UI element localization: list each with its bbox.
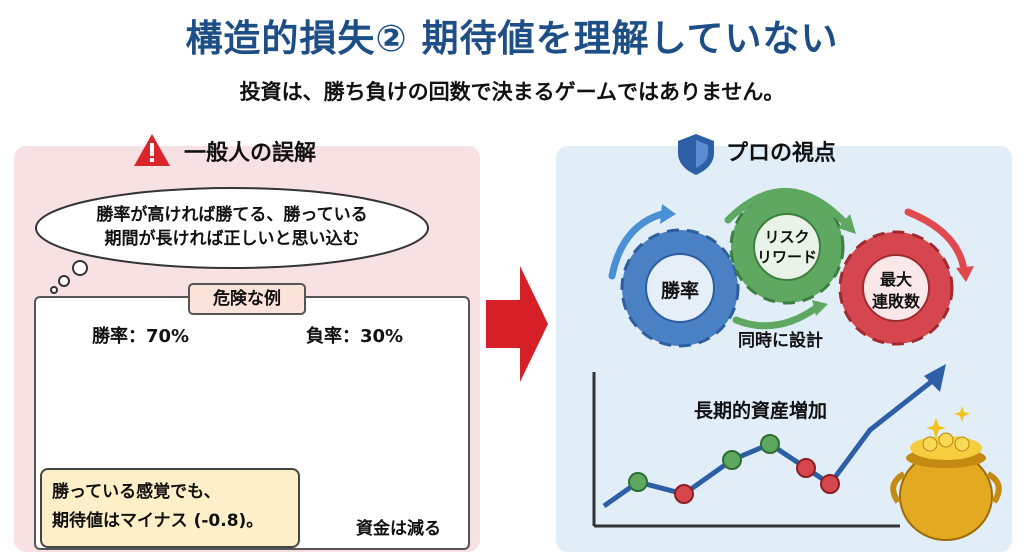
bomb-label: -5 [336,387,355,407]
gear-max-label-1: 最大 [879,270,912,289]
gear-rr-label-1: リスク [764,228,810,246]
misconception-heading: 一般人の誤解 [184,141,317,166]
coin-label: +1 [129,347,151,363]
gear-max-label-2: 連敗数 [871,292,920,311]
bomb-label: -5 [386,391,405,411]
gear-win-rate [620,228,740,348]
page-subtitle: 投資は、勝ち負けの回数で決まるゲームではありません。 [239,80,785,104]
gear-win-rate-label: 勝率 [660,280,699,302]
design-together-label: 同時に設計 [738,331,823,351]
thought-cloud [35,187,429,269]
thought-bubbles [50,260,88,294]
coin-label: +1 [182,386,204,402]
page-title: 構造的損失② 期待値を理解していない [185,17,839,60]
gear-rr-label-2: リワード [756,248,817,266]
note-text: 勝っている感覚でも、 期待値はマイナス (-0.8)。 [52,478,263,536]
thought-line-2: 期間が長ければ正しいと思い込む [104,229,360,249]
growth-chart [592,364,946,528]
win-rate-label: 勝率：70% [92,326,190,347]
gold-pot-icon [890,406,1002,541]
bomb-label: -5 [286,387,305,407]
rotation-arrows [608,187,974,330]
gear-max-losing-streak [838,230,954,346]
thought-line-1: 勝率が高ければ勝てる、勝っている [96,205,368,225]
warning-icon [134,134,170,166]
loss-rate-label: 負率：30% [306,326,404,347]
note-box [40,468,300,548]
growth-label: 長期的資産増加 [694,400,828,422]
gear-risk-reward [729,189,845,305]
pro-view-heading: プロの視点 [726,141,837,166]
shield-icon [678,134,714,175]
big-arrow-icon [486,266,548,382]
funds-decrease-label: 資金は減る [356,519,441,539]
coin-label: +1 [110,379,132,395]
coin-label: +1 [164,353,186,369]
coin-label: +1 [146,383,168,399]
coin-label: +1 [76,374,98,390]
danger-example-tag: 危険な例 [188,283,306,315]
note-line-1: 勝っている感覚でも、 [52,482,221,502]
coin-label: +1 [94,346,116,362]
chart-markers [628,434,840,504]
note-line-2: 期待値はマイナス (-0.8)。 [52,511,264,531]
